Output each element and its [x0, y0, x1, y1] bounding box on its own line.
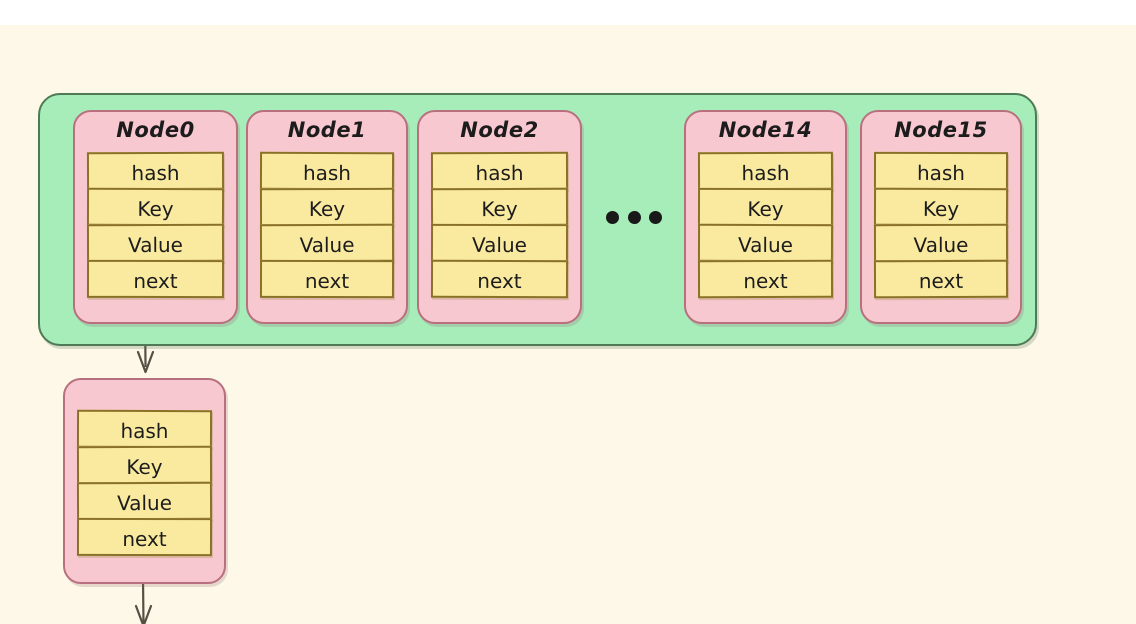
node-title: Node2: [460, 118, 539, 142]
chained-node-field-next[interactable]: next: [76, 517, 213, 557]
node-title: Node15: [894, 118, 988, 142]
node-field-hash[interactable]: hash: [259, 151, 395, 191]
ellipsis-dot: [606, 210, 619, 224]
ellipsis-dot: [627, 210, 641, 224]
node-field-next[interactable]: next: [430, 259, 569, 299]
node-field-hash[interactable]: hash: [697, 151, 834, 191]
node-fields: hash Key Value next: [697, 151, 834, 299]
chained-node-fields: hash Key Value next: [76, 409, 213, 557]
ellipsis-dot: [649, 210, 662, 224]
chained-node-field-value[interactable]: Value: [76, 481, 213, 521]
node-card-2[interactable]: Node2 hash Key Value next: [417, 110, 582, 324]
node-field-key[interactable]: Key: [86, 187, 225, 227]
chained-node-card[interactable]: hash Key Value next: [63, 378, 226, 584]
node-title: Node1: [287, 118, 367, 142]
node-field-next[interactable]: next: [873, 259, 1009, 299]
node-fields: hash Key Value next: [873, 151, 1009, 299]
node-fields: hash Key Value next: [259, 151, 395, 299]
node-field-hash[interactable]: hash: [873, 151, 1009, 191]
chained-node-field-key[interactable]: Key: [76, 445, 213, 485]
node-field-key[interactable]: Key: [430, 187, 569, 227]
node-title: Node14: [718, 118, 813, 142]
node-field-value[interactable]: Value: [430, 223, 569, 263]
node-field-next[interactable]: next: [697, 259, 834, 299]
chained-node-field-hash[interactable]: hash: [76, 409, 213, 449]
node-field-next[interactable]: next: [259, 259, 395, 299]
node-field-hash[interactable]: hash: [430, 151, 569, 191]
node-title: Node0: [116, 118, 195, 142]
node-card-0[interactable]: Node0 hash Key Value next: [73, 110, 238, 324]
node-fields: hash Key Value next: [430, 151, 569, 299]
node-field-value[interactable]: Value: [259, 223, 395, 263]
node-field-key[interactable]: Key: [697, 187, 834, 227]
node-fields: hash Key Value next: [86, 151, 225, 299]
node-field-key[interactable]: Key: [259, 187, 395, 227]
node-field-key[interactable]: Key: [873, 187, 1009, 227]
node-card-15[interactable]: Node15 hash Key Value next: [860, 110, 1022, 324]
node-card-14[interactable]: Node14 hash Key Value next: [684, 110, 847, 324]
node-card-1[interactable]: Node1 hash Key Value next: [246, 110, 408, 324]
node-field-value[interactable]: Value: [873, 223, 1009, 263]
node-field-next[interactable]: next: [86, 259, 225, 299]
node-field-hash[interactable]: hash: [86, 151, 225, 191]
node-field-value[interactable]: Value: [697, 223, 834, 263]
ellipsis-indicator: [606, 209, 662, 225]
node-field-value[interactable]: Value: [86, 223, 225, 263]
